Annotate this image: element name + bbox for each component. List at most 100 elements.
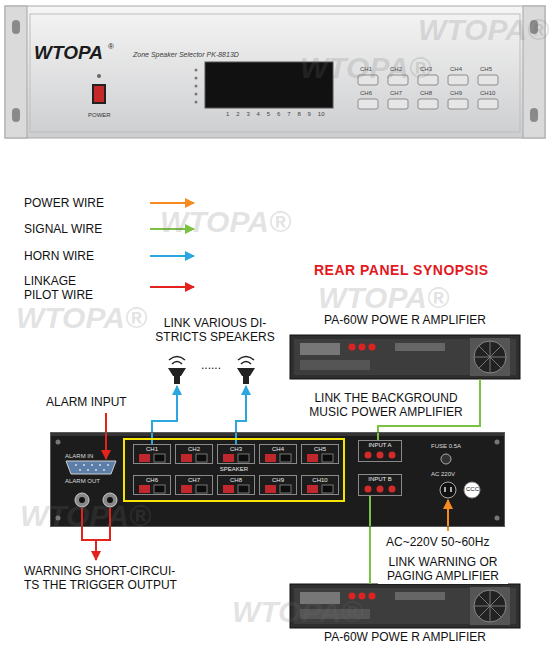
callout-text: LINK THE BACKGROUND MUSIC POWER AMPLIFIE… bbox=[300, 391, 472, 420]
input-label: INPUT A bbox=[359, 442, 401, 449]
alarm-connector bbox=[66, 461, 116, 474]
wire-connector bbox=[369, 496, 371, 584]
watermark: WTOPA® bbox=[20, 498, 151, 534]
power-wire-sample bbox=[150, 202, 194, 204]
rack-hole bbox=[12, 108, 20, 122]
wire-connector bbox=[152, 386, 177, 444]
ellipsis: ...... bbox=[201, 358, 221, 372]
speaker-cone bbox=[168, 368, 186, 376]
power-amplifier: PA-60W POWE R AMPLIFIER bbox=[290, 584, 520, 628]
connector-label: ALARM OUT bbox=[65, 478, 100, 485]
watermark: WTOPA® bbox=[418, 12, 549, 48]
wire-connector bbox=[236, 386, 246, 444]
channel-label: CH6 bbox=[134, 477, 170, 484]
channel-number: 4 bbox=[257, 111, 260, 118]
fuse-label: FUSE 0.5A bbox=[431, 443, 461, 450]
connector-label: ALARM IN bbox=[65, 453, 93, 460]
speaker-magnet bbox=[174, 376, 180, 384]
button-label: CH9 bbox=[450, 90, 462, 97]
speaker-terminals bbox=[139, 454, 333, 493]
sound-waves bbox=[238, 357, 254, 365]
power-led bbox=[97, 74, 101, 78]
amp-body bbox=[290, 335, 520, 379]
socket-pin bbox=[444, 487, 446, 492]
button-label: CH6 bbox=[360, 90, 372, 97]
certification-mark: CCC bbox=[466, 486, 479, 493]
channel-label: CH2 bbox=[176, 446, 212, 453]
channel-label: CH5 bbox=[302, 446, 338, 453]
amp-terminal bbox=[369, 593, 376, 600]
callout-text: LINK WARNING OR PAGING AMPLIFIER bbox=[378, 555, 508, 584]
power-socket bbox=[440, 482, 456, 498]
button-label: CH10 bbox=[480, 90, 495, 97]
channel-label: CH3 bbox=[218, 446, 254, 453]
channel-terminal: CH3 bbox=[217, 444, 255, 464]
channel-label: CH10 bbox=[302, 477, 338, 484]
speaker-group: LINK VARIOUS DI- STRICTS SPEAKERS bbox=[160, 352, 270, 386]
fan-grill bbox=[474, 341, 506, 373]
channel-label: CH8 bbox=[218, 477, 254, 484]
watermark: WTOPA® bbox=[318, 280, 449, 316]
channel-number: 3 bbox=[246, 111, 249, 118]
legend-text: SIGNAL WIRE bbox=[24, 222, 104, 236]
model-name: Zone Speaker Selector PK-8813D bbox=[133, 51, 239, 59]
horn-wire-sample bbox=[150, 255, 194, 257]
speaker-terminal-block: CH1CH2CH3CH4CH5CH6CH7CH8CH9CH10SPEAKER bbox=[123, 438, 345, 502]
alarm-output-wire bbox=[95, 540, 97, 560]
certification-badge bbox=[464, 482, 480, 498]
channel-terminal: CH4 bbox=[259, 444, 297, 464]
input-terminals bbox=[365, 452, 396, 493]
status-leds bbox=[195, 69, 198, 104]
speaker-icons bbox=[168, 357, 255, 385]
rear-panel: CH1CH2CH3CH4CH5CH6CH7CH8CH9CH10SPEAKERIN… bbox=[50, 432, 505, 527]
channel-number: 6 bbox=[277, 111, 280, 118]
speaker-cone bbox=[237, 368, 255, 376]
channel-number: 5 bbox=[267, 111, 270, 118]
watermark: WTOPA® bbox=[160, 204, 291, 240]
fan bbox=[474, 341, 506, 373]
section-title: REAR PANEL SYNOPSIS bbox=[314, 262, 489, 279]
amp-terminal bbox=[369, 344, 376, 351]
channel-terminal: CH1 bbox=[133, 444, 171, 464]
channel-label: CH7 bbox=[176, 477, 212, 484]
pilot-wire-sample bbox=[150, 286, 194, 288]
input-label: INPUT B bbox=[359, 476, 401, 483]
socket-pin bbox=[450, 487, 452, 492]
screw bbox=[56, 440, 61, 445]
ac-rating: AC~220V 50~60Hz bbox=[386, 535, 489, 549]
channel-terminal: CH9 bbox=[259, 475, 297, 495]
amp-terminal-strip bbox=[300, 360, 370, 370]
callout-text: ALARM INPUT bbox=[46, 395, 127, 409]
amplifier-drawing bbox=[290, 335, 520, 379]
channel-number: 7 bbox=[287, 111, 290, 118]
watermark: WTOPA® bbox=[232, 594, 363, 630]
channel-number: 10 bbox=[318, 111, 325, 118]
connector-pins bbox=[75, 464, 109, 471]
channel-terminal: CH8 bbox=[217, 475, 255, 495]
legend-text: HORN WIRE bbox=[24, 249, 104, 263]
amp-plate bbox=[395, 343, 445, 351]
channel-terminal: CH5 bbox=[301, 444, 339, 464]
amp-panel bbox=[294, 339, 516, 375]
rack-hole bbox=[530, 108, 538, 122]
button-label: CH5 bbox=[480, 66, 492, 73]
fan bbox=[474, 590, 506, 622]
socket-label: AC 220V bbox=[431, 471, 455, 478]
channel-terminal: CH6 bbox=[133, 475, 171, 495]
power-rocker bbox=[94, 86, 104, 102]
fan-frame bbox=[470, 338, 510, 376]
input-terminal: INPUT B bbox=[358, 474, 402, 496]
power-amplifier: PA-60W POWE R AMPLIFIER bbox=[290, 335, 520, 379]
fan-grill bbox=[474, 590, 506, 622]
channel-terminal: CH10 bbox=[301, 475, 339, 495]
button-label: CH4 bbox=[450, 66, 462, 73]
switch-label: POWER bbox=[88, 112, 111, 119]
channel-number: 1 bbox=[226, 111, 229, 118]
legend-text: POWER WIRE bbox=[24, 196, 104, 210]
brand-logo: WTOPA bbox=[34, 42, 103, 65]
amplifier-title: PA-60W POWE R AMPLIFIER bbox=[280, 313, 530, 327]
amp-terminal-strip bbox=[300, 343, 340, 355]
watermark: WTOPA® bbox=[300, 50, 431, 86]
screw bbox=[495, 516, 500, 521]
